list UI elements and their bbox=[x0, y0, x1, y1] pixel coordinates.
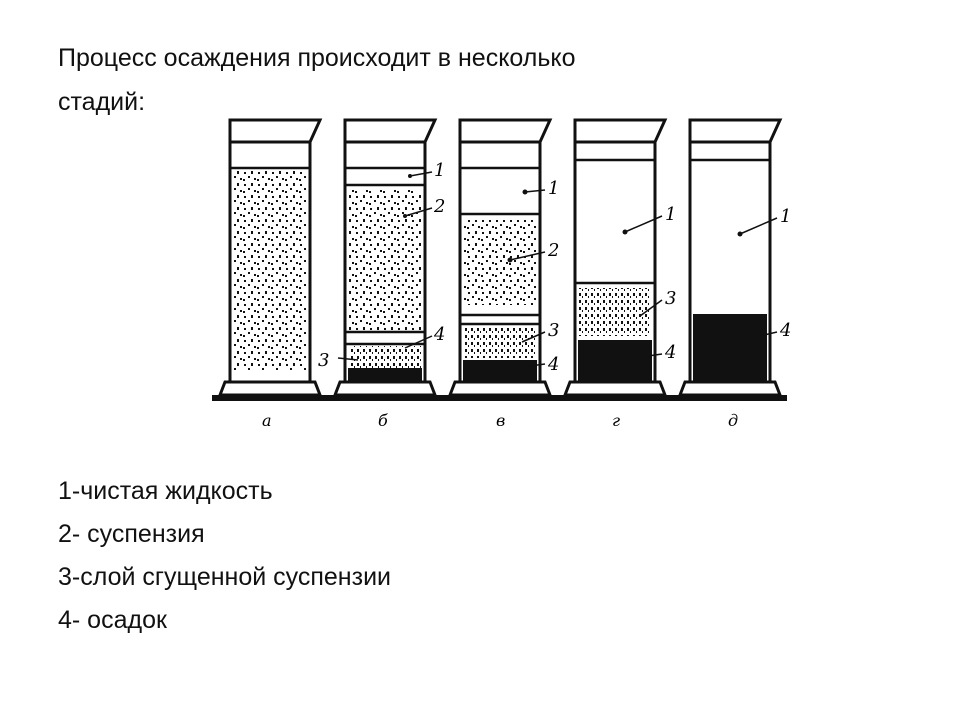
cylinder-v: 1 2 3 4 в bbox=[442, 118, 559, 430]
callout-4: 4 bbox=[779, 320, 791, 341]
suspension-layer bbox=[234, 170, 306, 370]
cylinder-g: 1 3 4 г bbox=[557, 118, 676, 430]
thickened-layer bbox=[464, 328, 536, 358]
callout-2: 2 bbox=[547, 240, 559, 261]
legend-item-suspension: 2- суспензия bbox=[58, 520, 205, 548]
callout-4: 4 bbox=[664, 342, 676, 363]
callout-4: 4 bbox=[433, 324, 445, 345]
stage-label-d: д bbox=[728, 411, 738, 430]
stage-label-g: г bbox=[612, 411, 620, 430]
sediment-layer bbox=[693, 314, 767, 382]
callout-3: 3 bbox=[318, 350, 329, 371]
cylinder-a: а bbox=[212, 118, 327, 430]
sediment-layer bbox=[348, 368, 422, 382]
callout-1: 1 bbox=[548, 178, 559, 199]
cylinder-b: 1 2 4 3 б bbox=[318, 118, 445, 430]
slide-title-line-1: Процесс осаждения происходит в несколько bbox=[58, 44, 576, 72]
sediment-layer bbox=[578, 340, 652, 382]
callout-1: 1 bbox=[780, 206, 791, 227]
legend-list: 1-чистая жидкость 2- суспензия 3-слой сг… bbox=[58, 470, 858, 642]
stage-label-a: а bbox=[262, 411, 272, 430]
slide-title: Процесс осаждения происходит в несколько… bbox=[58, 36, 818, 124]
sedimentation-diagram: а 1 2 4 3 б bbox=[200, 110, 820, 440]
legend-item-clear-liquid: 1-чистая жидкость bbox=[58, 477, 273, 505]
callout-1: 1 bbox=[434, 160, 445, 181]
callout-2: 2 bbox=[433, 196, 445, 217]
legend-item-thickened-suspension: 3-слой сгущенной суспензии bbox=[58, 563, 392, 591]
callout-3: 3 bbox=[548, 320, 559, 341]
legend-item-sediment: 4- осадок bbox=[58, 606, 167, 634]
stage-label-v: в bbox=[496, 411, 505, 430]
suspension-layer bbox=[464, 220, 536, 305]
callout-4: 4 bbox=[547, 354, 559, 375]
suspension-layer bbox=[349, 190, 421, 330]
thickened-layer bbox=[349, 346, 421, 368]
sedimentation-svg: а 1 2 4 3 б bbox=[212, 118, 791, 430]
slide-title-line-2: стадий: bbox=[58, 88, 146, 116]
sediment-layer bbox=[463, 360, 537, 382]
cylinder-d: 1 4 д bbox=[672, 118, 791, 430]
callout-3: 3 bbox=[665, 288, 676, 309]
callout-1: 1 bbox=[665, 204, 676, 225]
thickened-layer bbox=[579, 288, 651, 336]
stage-label-b: б bbox=[378, 411, 388, 430]
